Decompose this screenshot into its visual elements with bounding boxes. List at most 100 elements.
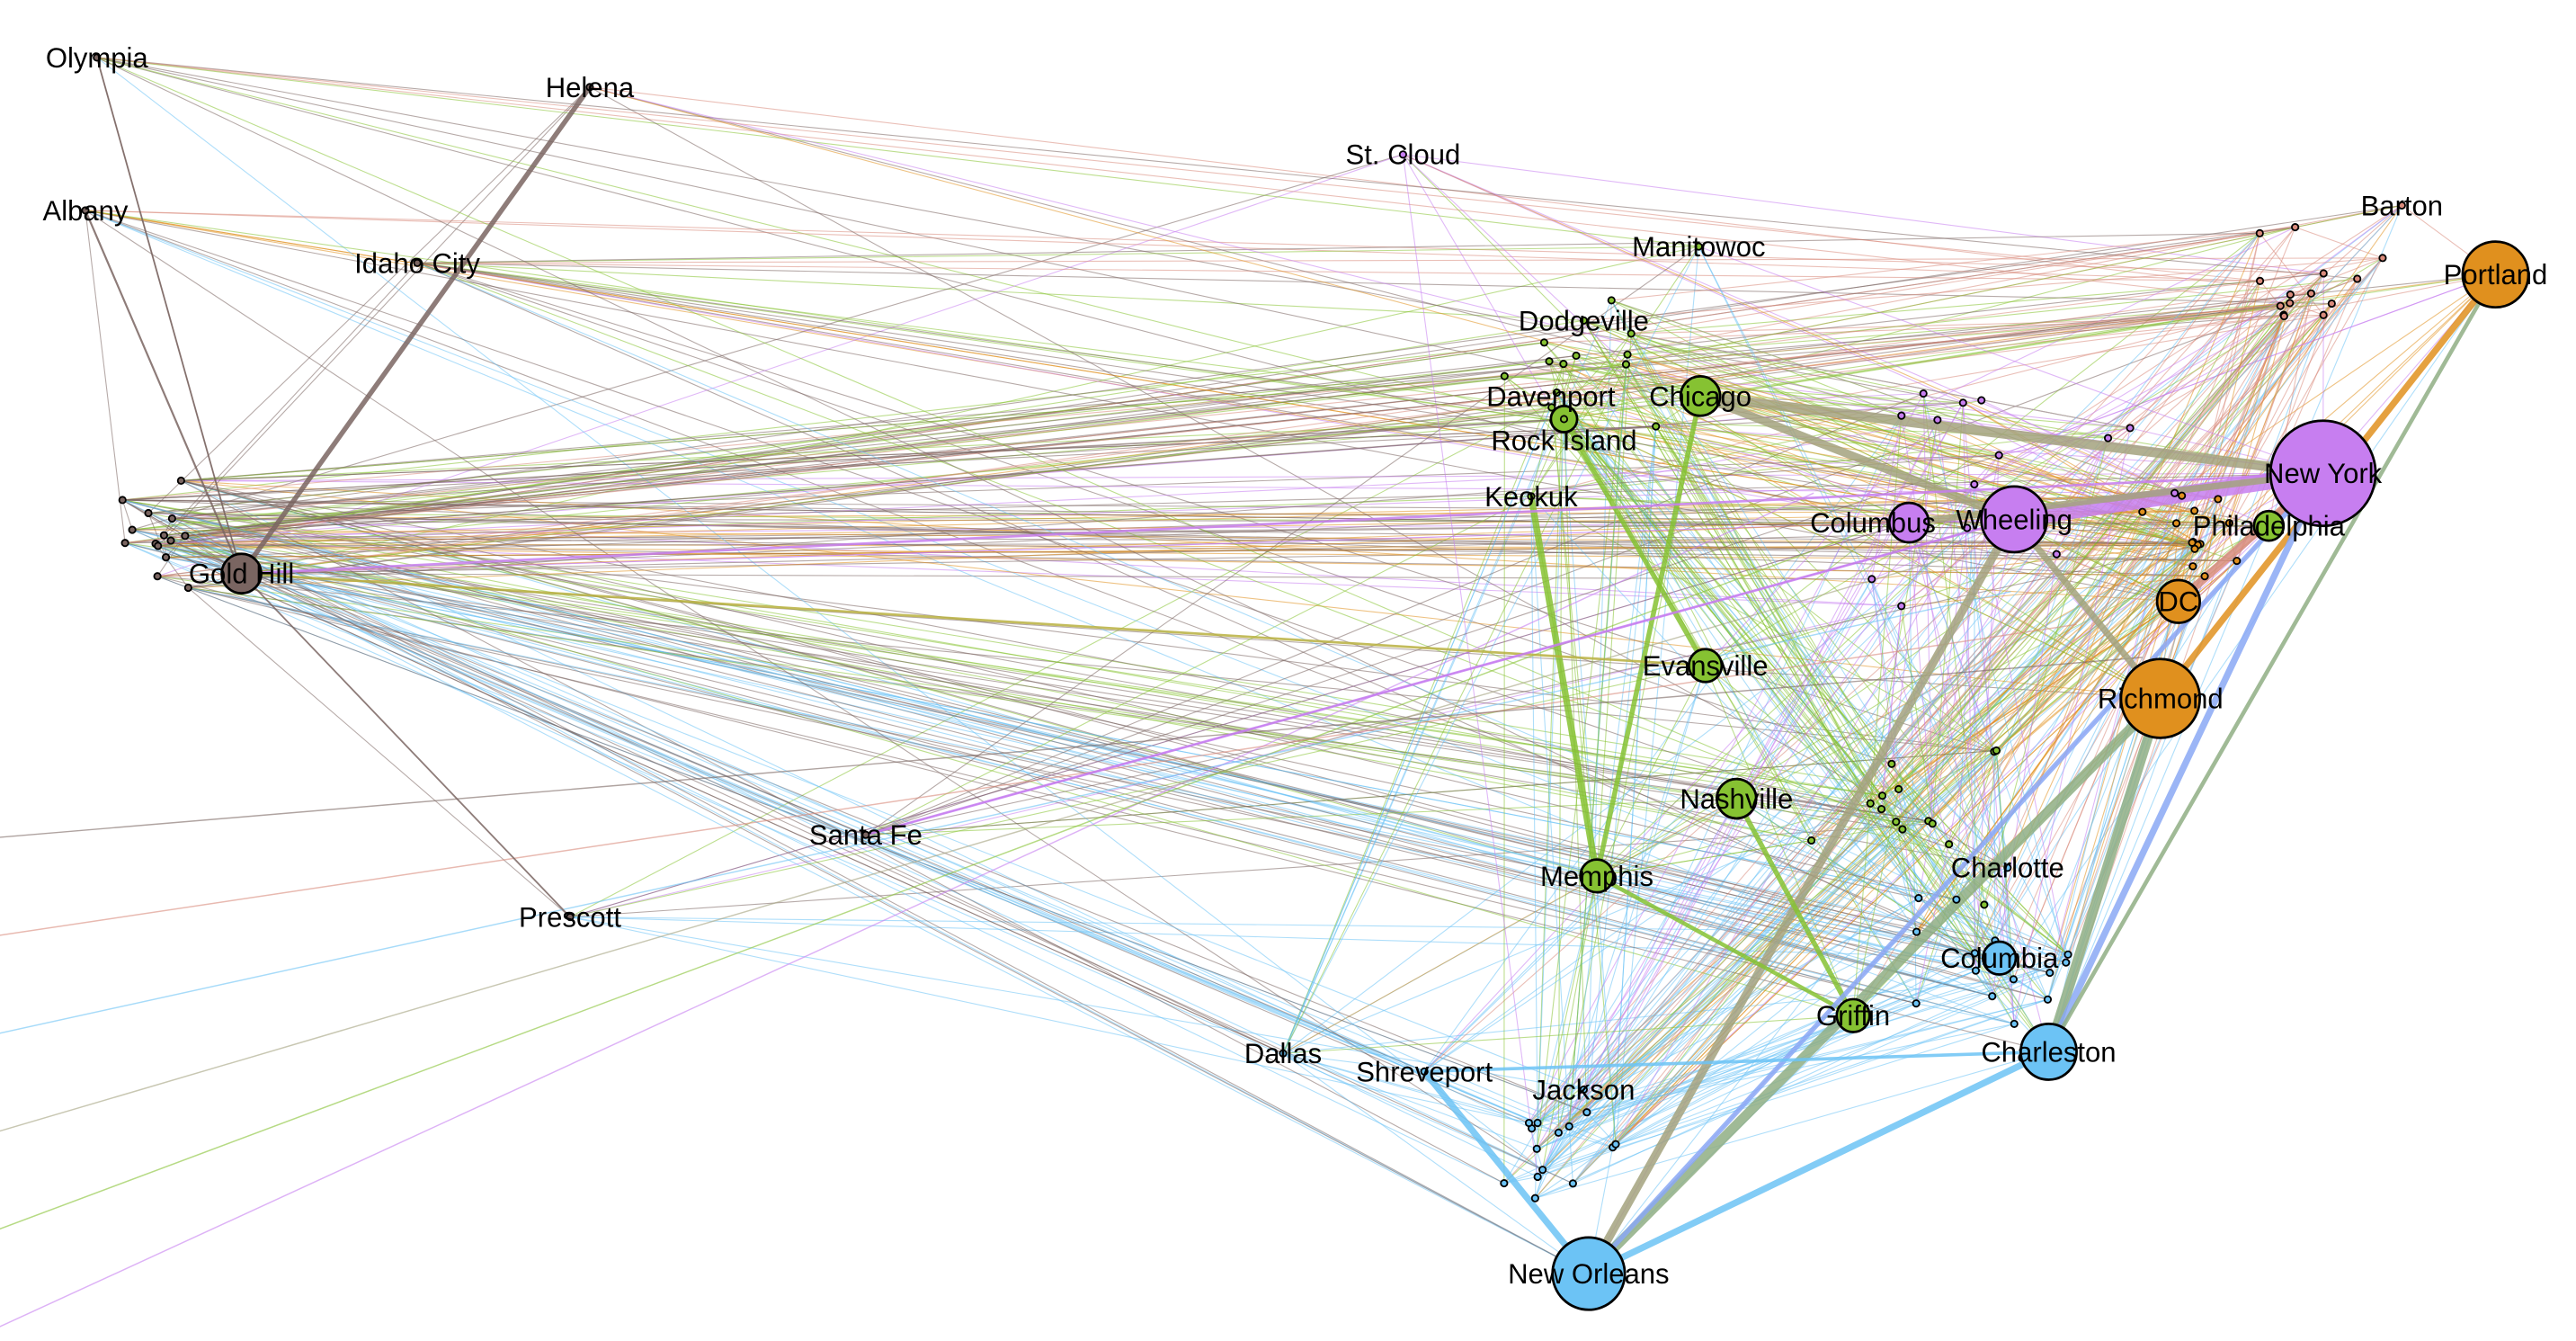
minor-node[interactable]: [1877, 791, 1887, 800]
minor-node[interactable]: [144, 508, 153, 518]
minor-node[interactable]: [1894, 784, 1903, 794]
minor-node[interactable]: [2255, 276, 2265, 285]
minor-node[interactable]: [1914, 894, 1923, 903]
minor-node[interactable]: [2190, 544, 2199, 553]
minor-node[interactable]: [1539, 338, 1548, 347]
minor-node[interactable]: [2214, 495, 2223, 504]
minor-node[interactable]: [1867, 575, 1876, 584]
minor-node[interactable]: [2291, 223, 2300, 232]
node-dc[interactable]: [2155, 578, 2201, 624]
node-griffin[interactable]: [1835, 997, 1871, 1033]
minor-node[interactable]: [2319, 269, 2328, 278]
minor-node[interactable]: [2138, 507, 2147, 516]
node-columbus[interactable]: [1887, 501, 1930, 544]
minor-node[interactable]: [2306, 289, 2315, 298]
minor-node[interactable]: [2170, 488, 2179, 497]
node-dodgeville[interactable]: [1579, 316, 1588, 325]
node-nashville[interactable]: [1716, 777, 1758, 820]
minor-node[interactable]: [1952, 895, 1961, 904]
minor-node[interactable]: [2103, 434, 2113, 443]
minor-node[interactable]: [2200, 572, 2209, 581]
node-memphis[interactable]: [1579, 858, 1615, 894]
node-charlotte[interactable]: [2003, 863, 2012, 872]
minor-node[interactable]: [2190, 506, 2199, 515]
node-olympia[interactable]: [93, 53, 102, 62]
minor-node[interactable]: [2319, 310, 2328, 319]
minor-node[interactable]: [1621, 360, 1631, 369]
minor-node[interactable]: [181, 532, 190, 541]
node-albany[interactable]: [81, 206, 90, 215]
node-santa-fe[interactable]: [861, 830, 870, 839]
minor-node[interactable]: [176, 476, 185, 486]
minor-node[interactable]: [2043, 995, 2053, 1004]
minor-node[interactable]: [2063, 950, 2072, 959]
minor-node[interactable]: [1912, 927, 1921, 936]
minor-node[interactable]: [1607, 296, 1616, 305]
node-idaho-city[interactable]: [413, 258, 422, 267]
minor-node[interactable]: [1887, 759, 1896, 768]
minor-node[interactable]: [1545, 357, 1554, 366]
minor-node[interactable]: [1807, 836, 1816, 845]
minor-node[interactable]: [2353, 274, 2362, 283]
node-columbia[interactable]: [1982, 940, 2018, 976]
node-chicago[interactable]: [1679, 375, 1722, 417]
minor-node[interactable]: [1547, 403, 1556, 412]
minor-node[interactable]: [1866, 799, 1875, 808]
minor-node[interactable]: [1627, 329, 1636, 338]
node-rock-island[interactable]: [1559, 415, 1569, 424]
minor-node[interactable]: [1970, 949, 1979, 958]
minor-node[interactable]: [2286, 290, 2295, 299]
node-st-cloud[interactable]: [1398, 150, 1407, 159]
minor-node[interactable]: [1980, 900, 1989, 909]
minor-node[interactable]: [1928, 819, 1937, 828]
minor-node[interactable]: [120, 539, 129, 548]
minor-node[interactable]: [1530, 1193, 1539, 1202]
minor-node[interactable]: [167, 514, 176, 523]
minor-node[interactable]: [161, 553, 171, 562]
minor-node[interactable]: [1538, 1166, 1547, 1175]
node-portland[interactable]: [2461, 240, 2530, 309]
node-new-york[interactable]: [2268, 419, 2377, 528]
minor-node[interactable]: [1582, 1108, 1591, 1117]
minor-node[interactable]: [1572, 351, 1581, 361]
minor-node[interactable]: [153, 572, 162, 581]
minor-node[interactable]: [1892, 818, 1901, 827]
minor-node[interactable]: [1919, 389, 1928, 398]
minor-node[interactable]: [1500, 371, 1509, 380]
minor-node[interactable]: [1977, 396, 1986, 405]
minor-node[interactable]: [2052, 550, 2061, 559]
node-charleston[interactable]: [2019, 1022, 2078, 1081]
minor-node[interactable]: [1611, 1140, 1620, 1149]
node-barton[interactable]: [2397, 201, 2406, 210]
node-philadelphia[interactable]: [2252, 509, 2286, 542]
node-prescott[interactable]: [566, 913, 575, 922]
minor-node[interactable]: [166, 536, 175, 545]
minor-node[interactable]: [1912, 999, 1921, 1008]
minor-node[interactable]: [1532, 1144, 1541, 1153]
minor-node[interactable]: [1933, 416, 1942, 425]
minor-node[interactable]: [1652, 422, 1661, 431]
minor-node[interactable]: [154, 541, 163, 550]
minor-node[interactable]: [1963, 523, 1972, 532]
node-manitowoc[interactable]: [1694, 242, 1703, 251]
minor-node[interactable]: [1876, 805, 1886, 814]
node-evansville[interactable]: [1687, 648, 1724, 684]
minor-node[interactable]: [1623, 350, 1632, 359]
minor-node[interactable]: [2233, 556, 2242, 566]
minor-node[interactable]: [1994, 451, 2003, 460]
node-new-orleans[interactable]: [1551, 1236, 1627, 1311]
minor-node[interactable]: [1524, 1118, 1534, 1128]
minor-node[interactable]: [1945, 840, 1954, 849]
minor-node[interactable]: [2010, 1019, 2019, 1028]
minor-node[interactable]: [1500, 1179, 1509, 1188]
minor-node[interactable]: [2178, 491, 2187, 500]
minor-node[interactable]: [1988, 992, 1997, 1001]
node-keokuk[interactable]: [1527, 492, 1536, 501]
minor-node[interactable]: [1554, 1128, 1563, 1137]
node-jackson[interactable]: [1579, 1085, 1588, 1095]
minor-node[interactable]: [1898, 825, 1907, 834]
node-shreveport[interactable]: [1420, 1067, 1429, 1076]
minor-node[interactable]: [2188, 562, 2197, 571]
minor-node[interactable]: [2286, 299, 2295, 308]
minor-node[interactable]: [2276, 301, 2285, 310]
